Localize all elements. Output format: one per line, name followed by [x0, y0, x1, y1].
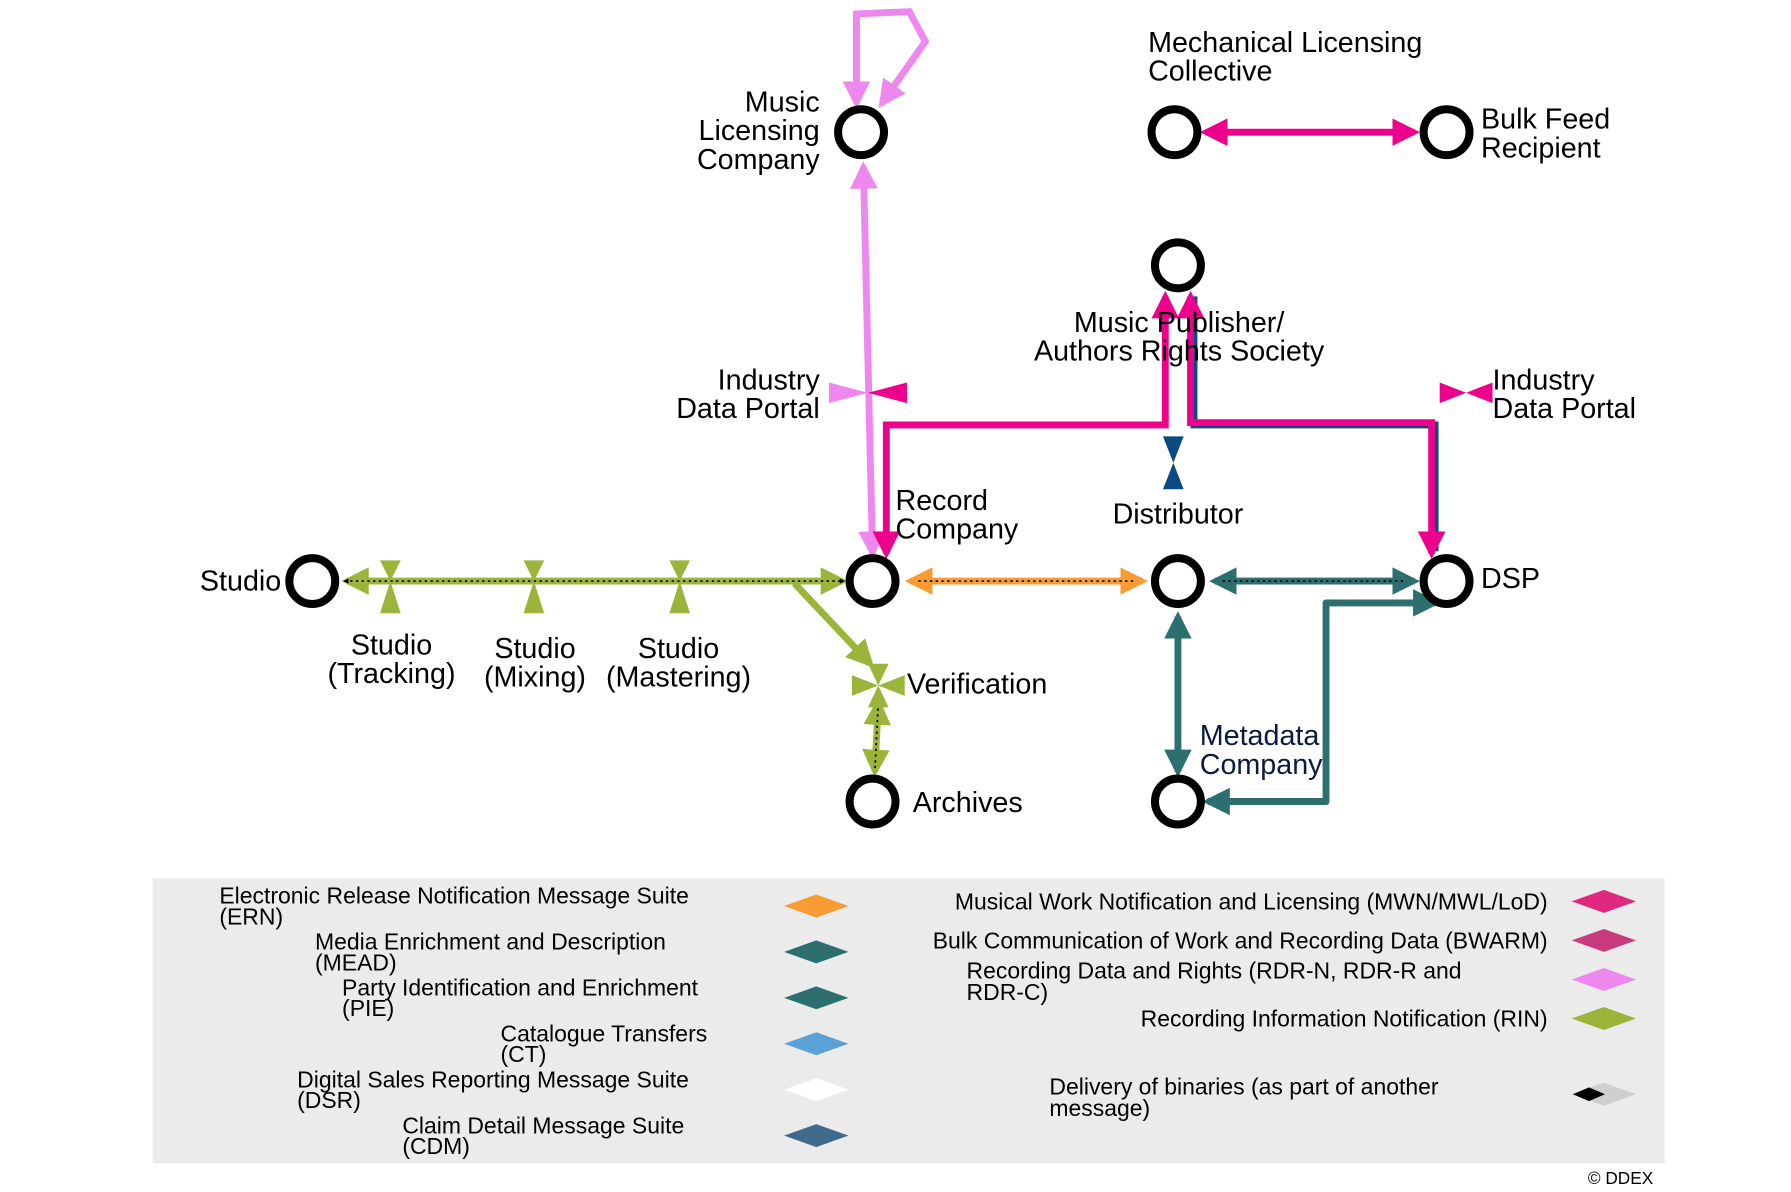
label-record-company: Record — [896, 485, 988, 517]
mead-metadata-dsp-edge — [1202, 589, 1441, 816]
label-studio-mixing: (Mixing) — [484, 662, 586, 694]
legend-label: Delivery of binaries (as part of another — [1049, 1073, 1438, 1099]
legend-swatch-diamond-icon — [784, 1032, 849, 1056]
node-bulk-feed-recipient[interactable] — [1419, 105, 1474, 160]
studio-mixing-bowtie-icon — [523, 560, 545, 614]
label-verification: Verification — [907, 669, 1047, 701]
label-metadata-company: Company — [1200, 749, 1323, 781]
legend-label: (PIE) — [342, 995, 394, 1021]
legend-swatch-diamond-icon — [784, 1078, 849, 1102]
label-mlc-company: Music — [745, 87, 820, 119]
label-publisher: Authors Rights Society — [1034, 336, 1325, 368]
node-archives[interactable] — [845, 774, 900, 829]
portal-left-bowtie-icon — [828, 382, 868, 404]
label-mlc-company: Licensing — [699, 115, 820, 147]
label-metadata-company: Metadata — [1200, 720, 1320, 752]
label-studio-mastering: (Mastering) — [606, 662, 751, 694]
legend-swatch-diamond-icon — [1571, 1007, 1637, 1030]
node-labels: Music Licensing Company Mechanical Licen… — [200, 27, 1636, 819]
legend: Electronic Release Notification Message … — [152, 878, 1665, 1164]
rdr-self-loop-edge — [842, 8, 930, 109]
mwn-record-to-publisher-edge — [872, 290, 1180, 560]
node-studio[interactable] — [285, 554, 340, 609]
label-portal-left: Industry — [718, 364, 821, 396]
label-archives: Archives — [913, 787, 1023, 819]
legend-swatch-diamond-icon — [1571, 889, 1637, 913]
verification-bowtie-icon — [851, 663, 905, 708]
legend-background — [152, 878, 1665, 1164]
node-dsp[interactable] — [1419, 554, 1474, 609]
nodes — [285, 105, 1474, 829]
node-mechanical-licensing-collective[interactable] — [1147, 105, 1202, 160]
legend-label: Catalogue Transfers — [501, 1020, 708, 1046]
mwn-publisher-to-dsp-edge — [1176, 290, 1446, 560]
node-distributor[interactable] — [1150, 554, 1205, 609]
node-music-licensing-company[interactable] — [834, 105, 889, 160]
label-bulk-feed: Recipient — [1481, 132, 1601, 164]
edges — [341, 8, 1446, 816]
node-record-company[interactable] — [845, 554, 900, 609]
legend-label: (ERN) — [219, 903, 283, 929]
label-studio-mastering: Studio — [638, 633, 719, 665]
label-studio-mixing: Studio — [494, 633, 575, 665]
rdr-record-to-mlc-edge — [850, 161, 886, 560]
intermediaries — [380, 382, 1493, 708]
legend-label: (CT) — [501, 1041, 547, 1067]
legend-label: (MEAD) — [315, 949, 397, 975]
label-record-company: Company — [896, 514, 1019, 546]
legend-label: Media Enrichment and Description — [315, 929, 666, 955]
portal-right-bowtie-icon — [1439, 382, 1467, 404]
label-portal-left: Data Portal — [676, 393, 820, 425]
legend-label: Party Identification and Enrichment — [342, 975, 699, 1001]
label-mech-collective: Mechanical Licensing — [1148, 27, 1422, 59]
legend-label: Bulk Communication of Work and Recording… — [933, 927, 1548, 953]
binaries-verification-archives — [873, 702, 880, 772]
legend-label: Recording Information Notification (RIN) — [1141, 1006, 1548, 1032]
node-music-publisher[interactable] — [1150, 238, 1205, 293]
studio-tracking-bowtie-icon — [380, 560, 401, 614]
node-metadata-company[interactable] — [1150, 774, 1205, 829]
label-studio-tracking: Studio — [351, 630, 432, 662]
label-studio-tracking: (Tracking) — [327, 658, 455, 690]
portal-right-bowtie-icon — [1466, 382, 1493, 404]
legend-label: RDR-C) — [967, 979, 1049, 1005]
distributor-bowtie-icon — [1163, 436, 1184, 490]
label-mech-collective: Collective — [1148, 56, 1272, 88]
legend-label: Digital Sales Reporting Message Suite — [297, 1066, 689, 1092]
label-studio: Studio — [200, 565, 281, 597]
legend-label: Recording Data and Rights (RDR-N, RDR-R … — [967, 957, 1462, 983]
rin-record-verification-edge — [791, 581, 875, 668]
label-portal-right: Industry — [1493, 364, 1596, 396]
copyright: © DDEX — [1588, 1168, 1654, 1188]
studio-mastering-bowtie-icon — [669, 560, 690, 614]
legend-left-column: Electronic Release Notification Message … — [219, 883, 849, 1159]
legend-label: (DSR) — [297, 1087, 361, 1113]
legend-label: Electronic Release Notification Message … — [219, 883, 689, 909]
label-bulk-feed: Bulk Feed — [1481, 104, 1610, 136]
legend-label: message) — [1049, 1095, 1150, 1121]
label-portal-right: Data Portal — [1493, 393, 1637, 425]
label-publisher: Music Publisher/ — [1074, 307, 1284, 339]
label-mlc-company: Company — [697, 144, 820, 176]
label-distributor: Distributor — [1113, 499, 1244, 531]
legend-swatch-diamond-icon — [784, 986, 849, 1010]
portal-left-bowtie-icon — [867, 382, 907, 404]
legend-label: (CDM) — [402, 1133, 470, 1159]
legend-label: Claim Detail Message Suite — [402, 1112, 684, 1138]
legend-label: Musical Work Notification and Licensing … — [955, 888, 1548, 914]
label-dsp: DSP — [1481, 563, 1540, 595]
legend-swatch-diamond-icon — [1571, 928, 1637, 952]
